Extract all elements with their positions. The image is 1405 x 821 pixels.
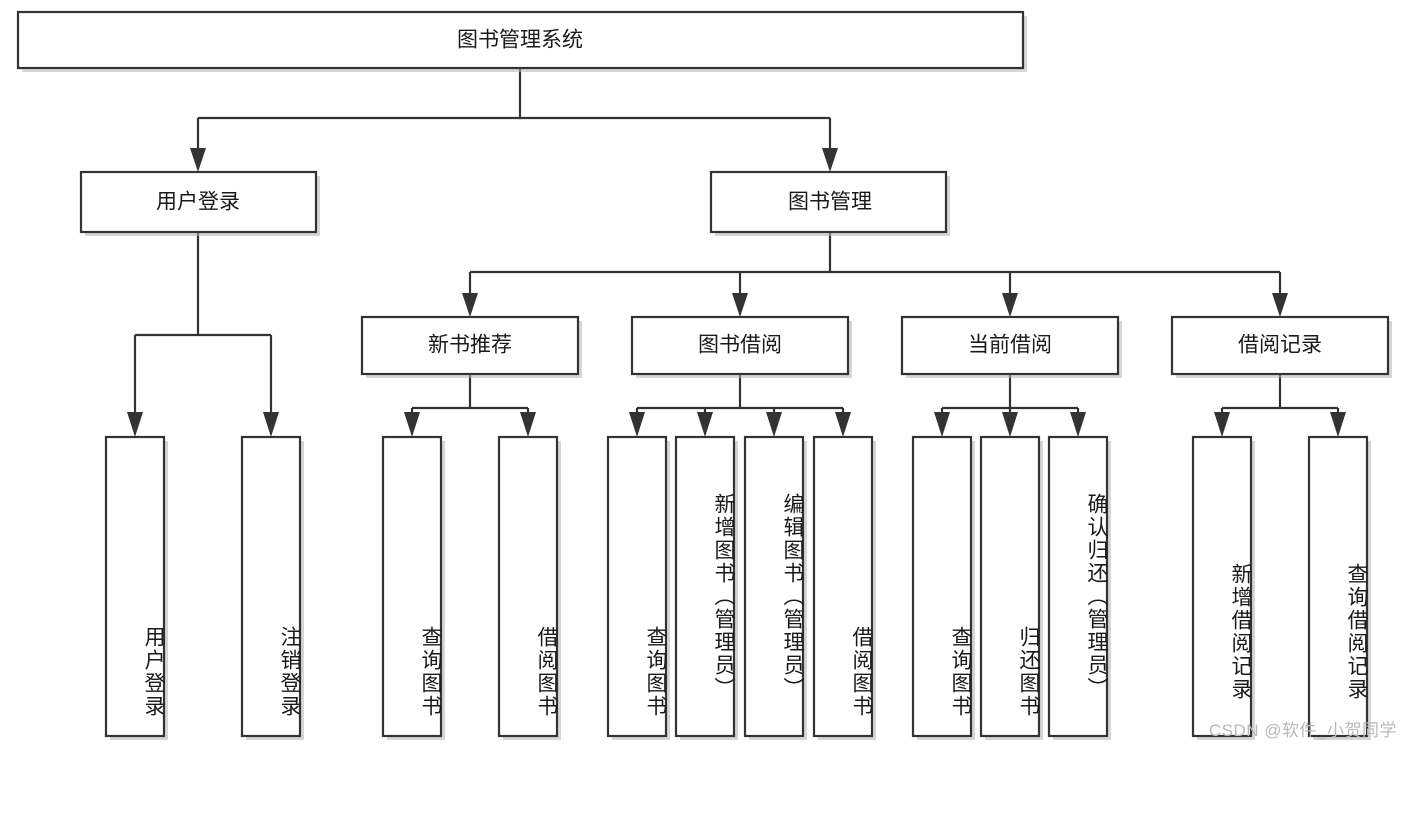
node-leaf-confirm-return[interactable] xyxy=(1047,435,1111,740)
node-leaf-user-login[interactable] xyxy=(104,435,168,740)
node-leaf-return-book[interactable] xyxy=(979,435,1043,740)
node-leaf-add-record[interactable] xyxy=(1191,435,1255,740)
connector-group-root xyxy=(190,68,838,172)
connector-group-current-borrow xyxy=(934,374,1086,437)
node-leaf-query-book-1[interactable] xyxy=(381,435,445,740)
node-current-borrow-label: 当前借阅 xyxy=(968,334,1052,357)
node-leaf-query-record[interactable] xyxy=(1307,435,1371,740)
arrowhead-current-borrow xyxy=(1002,293,1018,317)
node-book-borrow-label: 图书借阅 xyxy=(698,334,782,357)
node-current-borrow[interactable]: 当前借阅 xyxy=(900,315,1122,378)
arrowhead-borrow-record xyxy=(1272,293,1288,317)
connector-group-user-login xyxy=(127,232,279,437)
node-user-login[interactable]: 用户登录 xyxy=(79,170,320,236)
arrowhead-leaf-return-book xyxy=(1002,412,1018,437)
connector-group-book-manage xyxy=(462,232,1288,317)
arrowhead-user-login xyxy=(190,148,206,172)
leaf-boxes-group xyxy=(104,435,1371,740)
node-leaf-logout[interactable] xyxy=(240,435,304,740)
node-leaf-add-book[interactable] xyxy=(674,435,738,740)
arrowhead-leaf-logout xyxy=(263,412,279,437)
arrowhead-leaf-query-book-2 xyxy=(629,412,645,437)
connector-group-book-borrow xyxy=(629,374,851,437)
arrowhead-leaf-borrow-book-1 xyxy=(520,412,536,437)
arrowhead-leaf-user-login xyxy=(127,412,143,437)
arrowhead-leaf-edit-book xyxy=(766,412,782,437)
node-root-label: 图书管理系统 xyxy=(457,29,583,52)
node-leaf-borrow-book-1[interactable] xyxy=(497,435,561,740)
node-leaf-query-book-2[interactable] xyxy=(606,435,670,740)
node-new-book-rec-label: 新书推荐 xyxy=(428,334,512,357)
arrowhead-book-manage xyxy=(822,148,838,172)
arrowhead-leaf-add-record xyxy=(1214,412,1230,437)
arrowhead-leaf-query-book-1 xyxy=(404,412,420,437)
arrowhead-book-borrow xyxy=(732,293,748,317)
arrowhead-leaf-borrow-book-2 xyxy=(835,412,851,437)
watermark-text: CSDN @软件_小贺同学 xyxy=(1208,721,1397,740)
node-leaf-borrow-book-2[interactable] xyxy=(812,435,876,740)
node-leaf-query-book-3[interactable] xyxy=(911,435,975,740)
node-book-manage-label: 图书管理 xyxy=(788,191,872,214)
node-borrow-record[interactable]: 借阅记录 xyxy=(1170,315,1392,378)
arrowhead-new-book-rec xyxy=(462,293,478,317)
node-leaf-edit-book[interactable] xyxy=(743,435,807,740)
flowchart-svg: 图书管理系统 用户登录 图书管理 新书推荐 图书借阅 当前借阅 xyxy=(16,10,1392,740)
node-book-manage[interactable]: 图书管理 xyxy=(709,170,950,236)
arrowhead-leaf-confirm-return xyxy=(1070,412,1086,437)
arrowhead-leaf-query-book-3 xyxy=(934,412,950,437)
node-new-book-rec[interactable]: 新书推荐 xyxy=(360,315,582,378)
connector-group-new-book-rec xyxy=(404,374,536,437)
connector-group-borrow-record xyxy=(1214,374,1346,437)
arrowhead-leaf-query-record xyxy=(1330,412,1346,437)
node-book-borrow[interactable]: 图书借阅 xyxy=(630,315,852,378)
diagram-canvas: 图书管理系统 用户登录 图书管理 新书推荐 图书借阅 当前借阅 xyxy=(16,10,1397,740)
node-user-login-label: 用户登录 xyxy=(156,191,240,214)
node-root[interactable]: 图书管理系统 xyxy=(16,10,1027,72)
arrowhead-leaf-add-book xyxy=(697,412,713,437)
node-borrow-record-label: 借阅记录 xyxy=(1238,334,1322,357)
